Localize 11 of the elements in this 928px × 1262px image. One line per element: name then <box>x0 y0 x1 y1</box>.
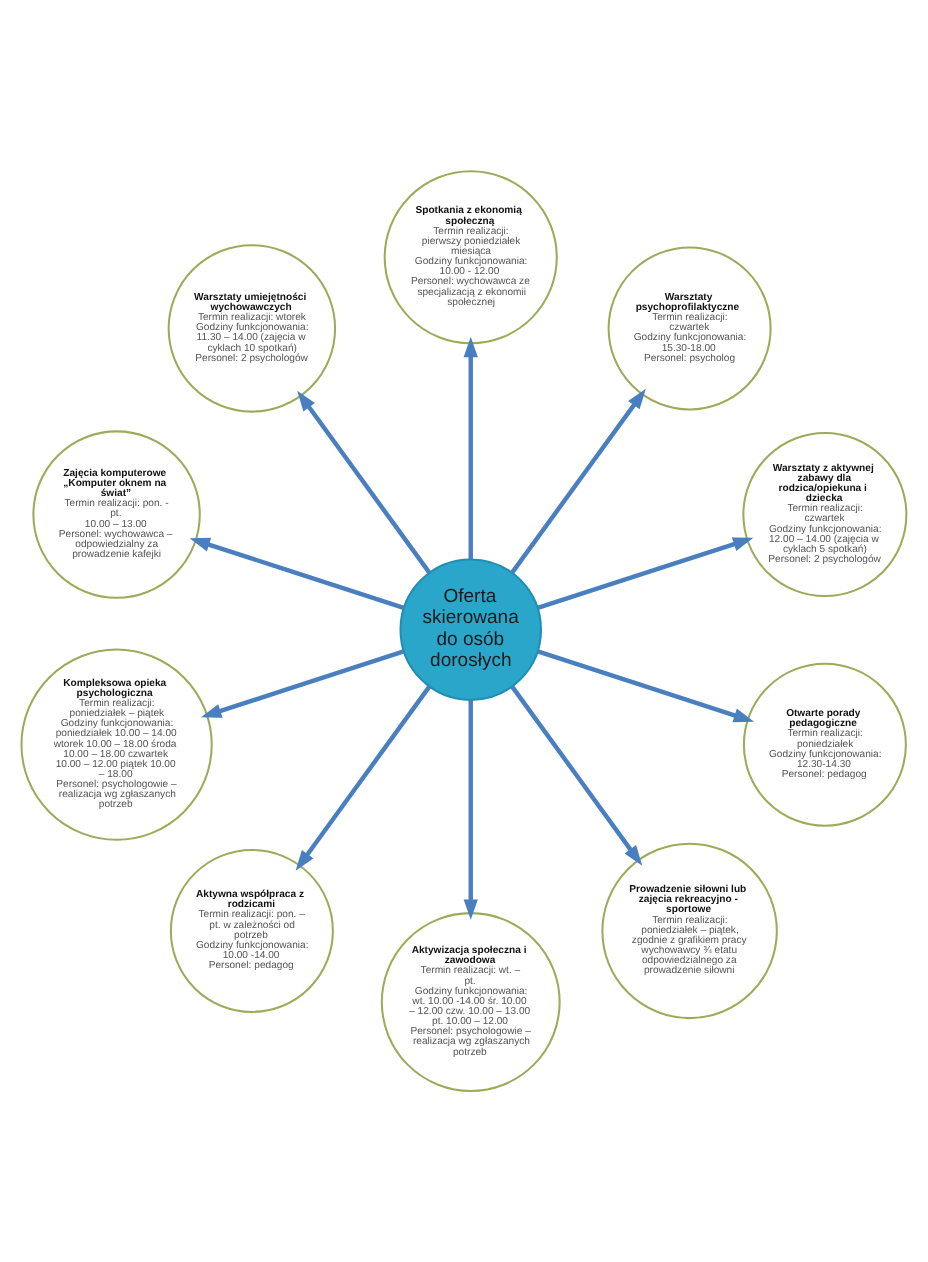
arrow <box>510 388 646 574</box>
arrow <box>463 700 478 920</box>
arrow <box>537 537 754 610</box>
arrow <box>510 685 643 866</box>
node-circle: Oferta skierowana do osób dorosłych <box>399 558 542 701</box>
arrow <box>463 336 478 560</box>
arrow <box>295 685 432 871</box>
arrow <box>297 390 432 574</box>
arrow <box>189 537 405 610</box>
arrow <box>537 649 755 723</box>
arrow <box>201 649 405 718</box>
